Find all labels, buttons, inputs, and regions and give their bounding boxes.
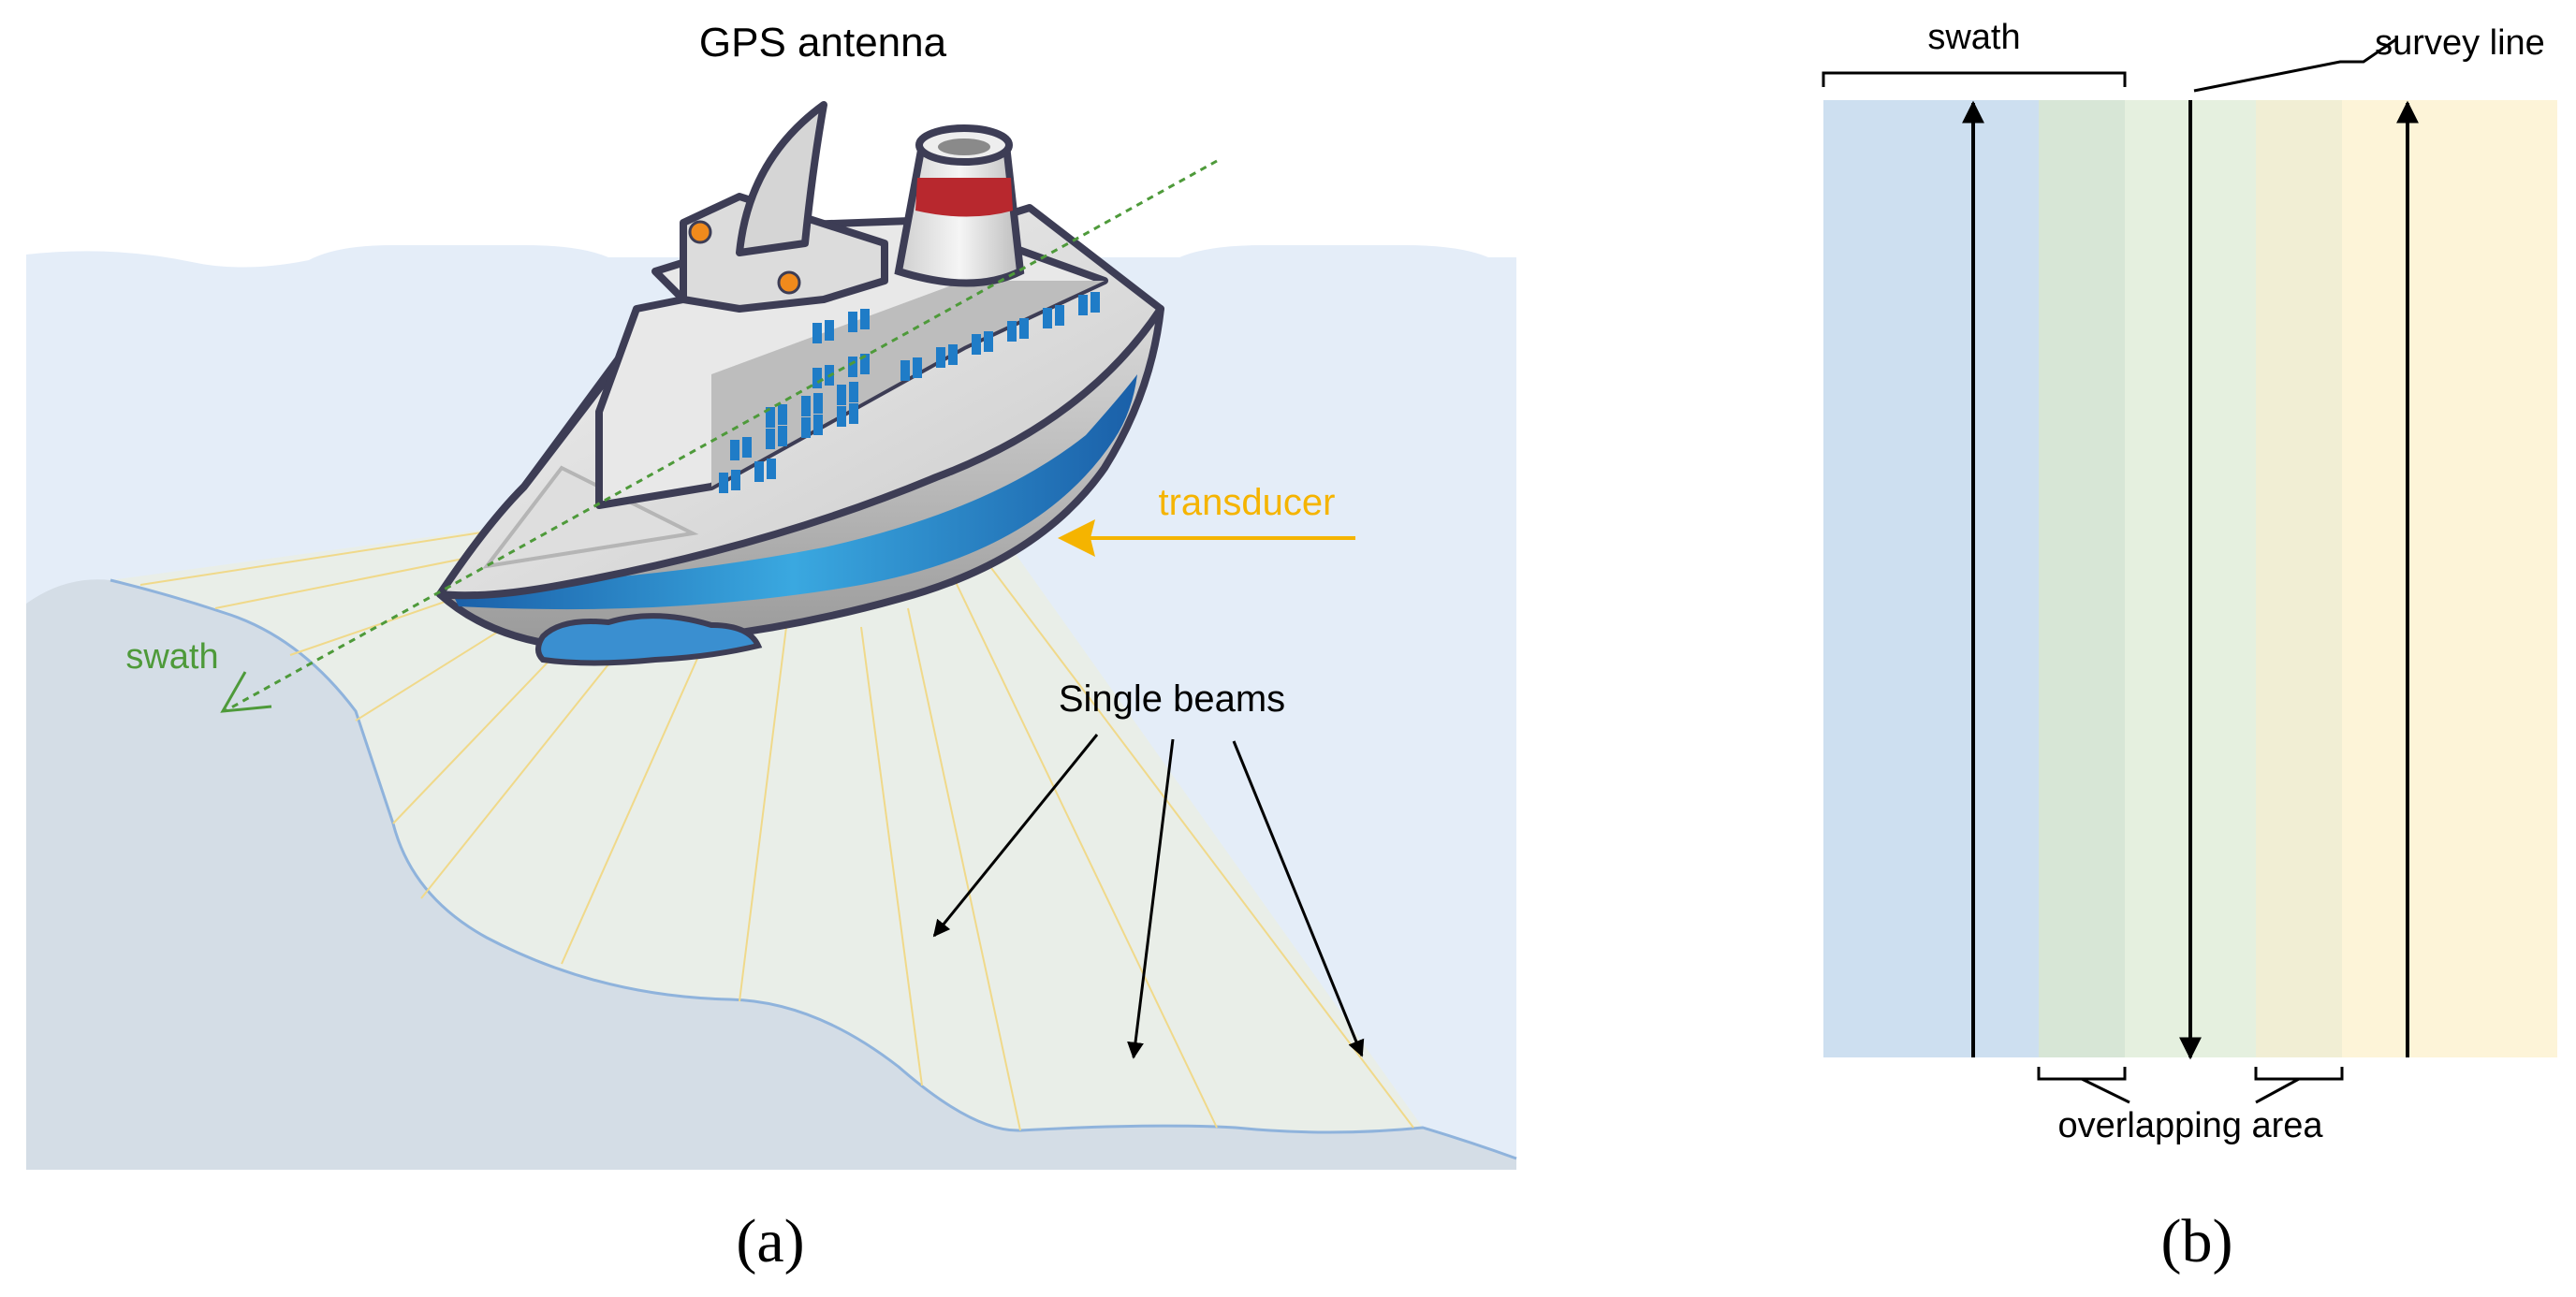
ship-window xyxy=(984,331,993,352)
ship-hull-stripe xyxy=(449,374,1137,610)
ship-window xyxy=(813,393,823,414)
beam-footprint xyxy=(110,524,1423,1132)
caption-a: (a) xyxy=(736,1207,804,1275)
gps-mast xyxy=(736,101,827,256)
ship-window xyxy=(1055,305,1064,326)
ship-window xyxy=(731,470,740,490)
survey-line-label: survey line xyxy=(2375,23,2545,63)
caption-b: (b) xyxy=(2161,1207,2233,1275)
ship-window xyxy=(742,437,752,458)
panel-a: GPS antenna transducer swath Single beam… xyxy=(26,20,1517,1275)
ship-window xyxy=(801,396,811,416)
ship-window xyxy=(837,385,846,405)
seabed-outline xyxy=(110,578,1517,1160)
swath-label-b: swath xyxy=(1927,18,2020,57)
single-beam-arrow xyxy=(1127,738,1175,1059)
ship-light xyxy=(777,270,801,295)
ship-light xyxy=(688,220,712,244)
ship-window xyxy=(778,404,787,425)
ship-window xyxy=(812,323,822,343)
ship-window xyxy=(754,461,764,482)
ship-window xyxy=(1090,292,1100,313)
swath-label-a: swath xyxy=(125,637,218,677)
overlap-leader xyxy=(2081,1077,2300,1104)
ship-window xyxy=(848,357,857,377)
ship-window xyxy=(812,368,822,388)
beam-line xyxy=(561,626,712,965)
swath-strip-yellow xyxy=(2342,100,2557,1057)
ship-window xyxy=(860,354,870,374)
ship-window xyxy=(849,382,858,402)
swath-strip-blue xyxy=(1823,100,2039,1057)
overlap-bracket-right xyxy=(2254,1067,2344,1081)
survey-line-leader xyxy=(2193,37,2397,93)
beam-line xyxy=(907,607,1021,1131)
gps-antenna-label: GPS antenna xyxy=(699,20,947,66)
ship-window xyxy=(767,459,776,479)
ship-window xyxy=(1007,321,1017,342)
ship-window xyxy=(801,417,811,438)
transducer-arrow-head xyxy=(1058,519,1095,557)
ship-window xyxy=(719,473,728,493)
ship-window xyxy=(972,334,981,355)
overlap-bracket-left xyxy=(2037,1067,2127,1081)
ship-window xyxy=(837,406,846,427)
ship-window xyxy=(848,312,857,332)
ship-window xyxy=(936,347,945,368)
ship-window xyxy=(849,403,858,424)
single-beams-label: Single beams xyxy=(1059,678,1285,720)
ship-window xyxy=(766,407,775,428)
ship-superstructure-face xyxy=(711,281,1105,487)
ship-window xyxy=(913,357,922,378)
overlap-green-yellow xyxy=(2256,100,2342,1057)
panel-b: swath survey line overlapping area (b) xyxy=(1822,18,2557,1275)
seabed xyxy=(26,579,1516,1170)
ship-window xyxy=(1043,308,1052,328)
ship-window xyxy=(778,426,787,446)
single-beam-arrow xyxy=(1232,740,1365,1057)
ship-bridge xyxy=(680,193,888,313)
ship-funnel xyxy=(894,124,1025,287)
beam-line xyxy=(982,556,1414,1129)
ship-window xyxy=(900,360,910,381)
ship-window xyxy=(766,429,775,449)
beam-line xyxy=(860,626,923,1086)
ship-window xyxy=(1019,318,1029,339)
beam-line xyxy=(139,525,525,586)
ship-window xyxy=(825,320,834,341)
overlap-blue-green xyxy=(2039,100,2125,1057)
overlapping-area-label: overlapping area xyxy=(2057,1106,2323,1145)
ship-window xyxy=(948,344,958,365)
ship-bow-splash xyxy=(535,613,763,666)
beam-line xyxy=(954,579,1218,1129)
transducer-label: transducer xyxy=(1159,482,1336,523)
single-beam-arrow xyxy=(932,734,1099,938)
ship-window xyxy=(1078,295,1088,315)
ship-window xyxy=(860,309,870,329)
swath-bracket xyxy=(1822,71,2127,87)
swath-arrow xyxy=(220,671,272,713)
beam-line xyxy=(739,626,787,1002)
ship-window xyxy=(813,415,823,435)
ship-window xyxy=(730,440,739,460)
